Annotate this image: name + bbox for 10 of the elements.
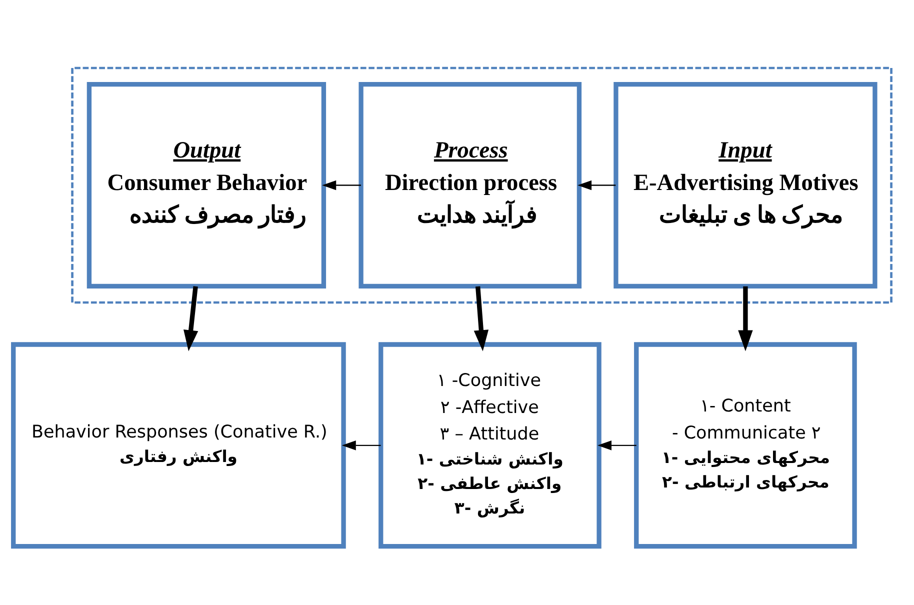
arrow <box>184 286 198 352</box>
node-box: ۱ -Cognitive ۲ -Affective ۳ – Attitude ۱- واکنش شناختی ۲- واکنش عاطفی ۳- نگرش <box>378 342 602 549</box>
node-box: ۱- Content - Communicate ۲ ۱- محرکهای محتوایی ۲- محرکهای ارتباطی <box>634 342 857 549</box>
cluster <box>71 66 892 304</box>
arrow <box>474 286 489 352</box>
arrow <box>738 286 753 352</box>
arrow <box>322 180 361 190</box>
arrow <box>597 440 636 450</box>
arrow <box>578 180 616 190</box>
arrow <box>342 440 381 450</box>
